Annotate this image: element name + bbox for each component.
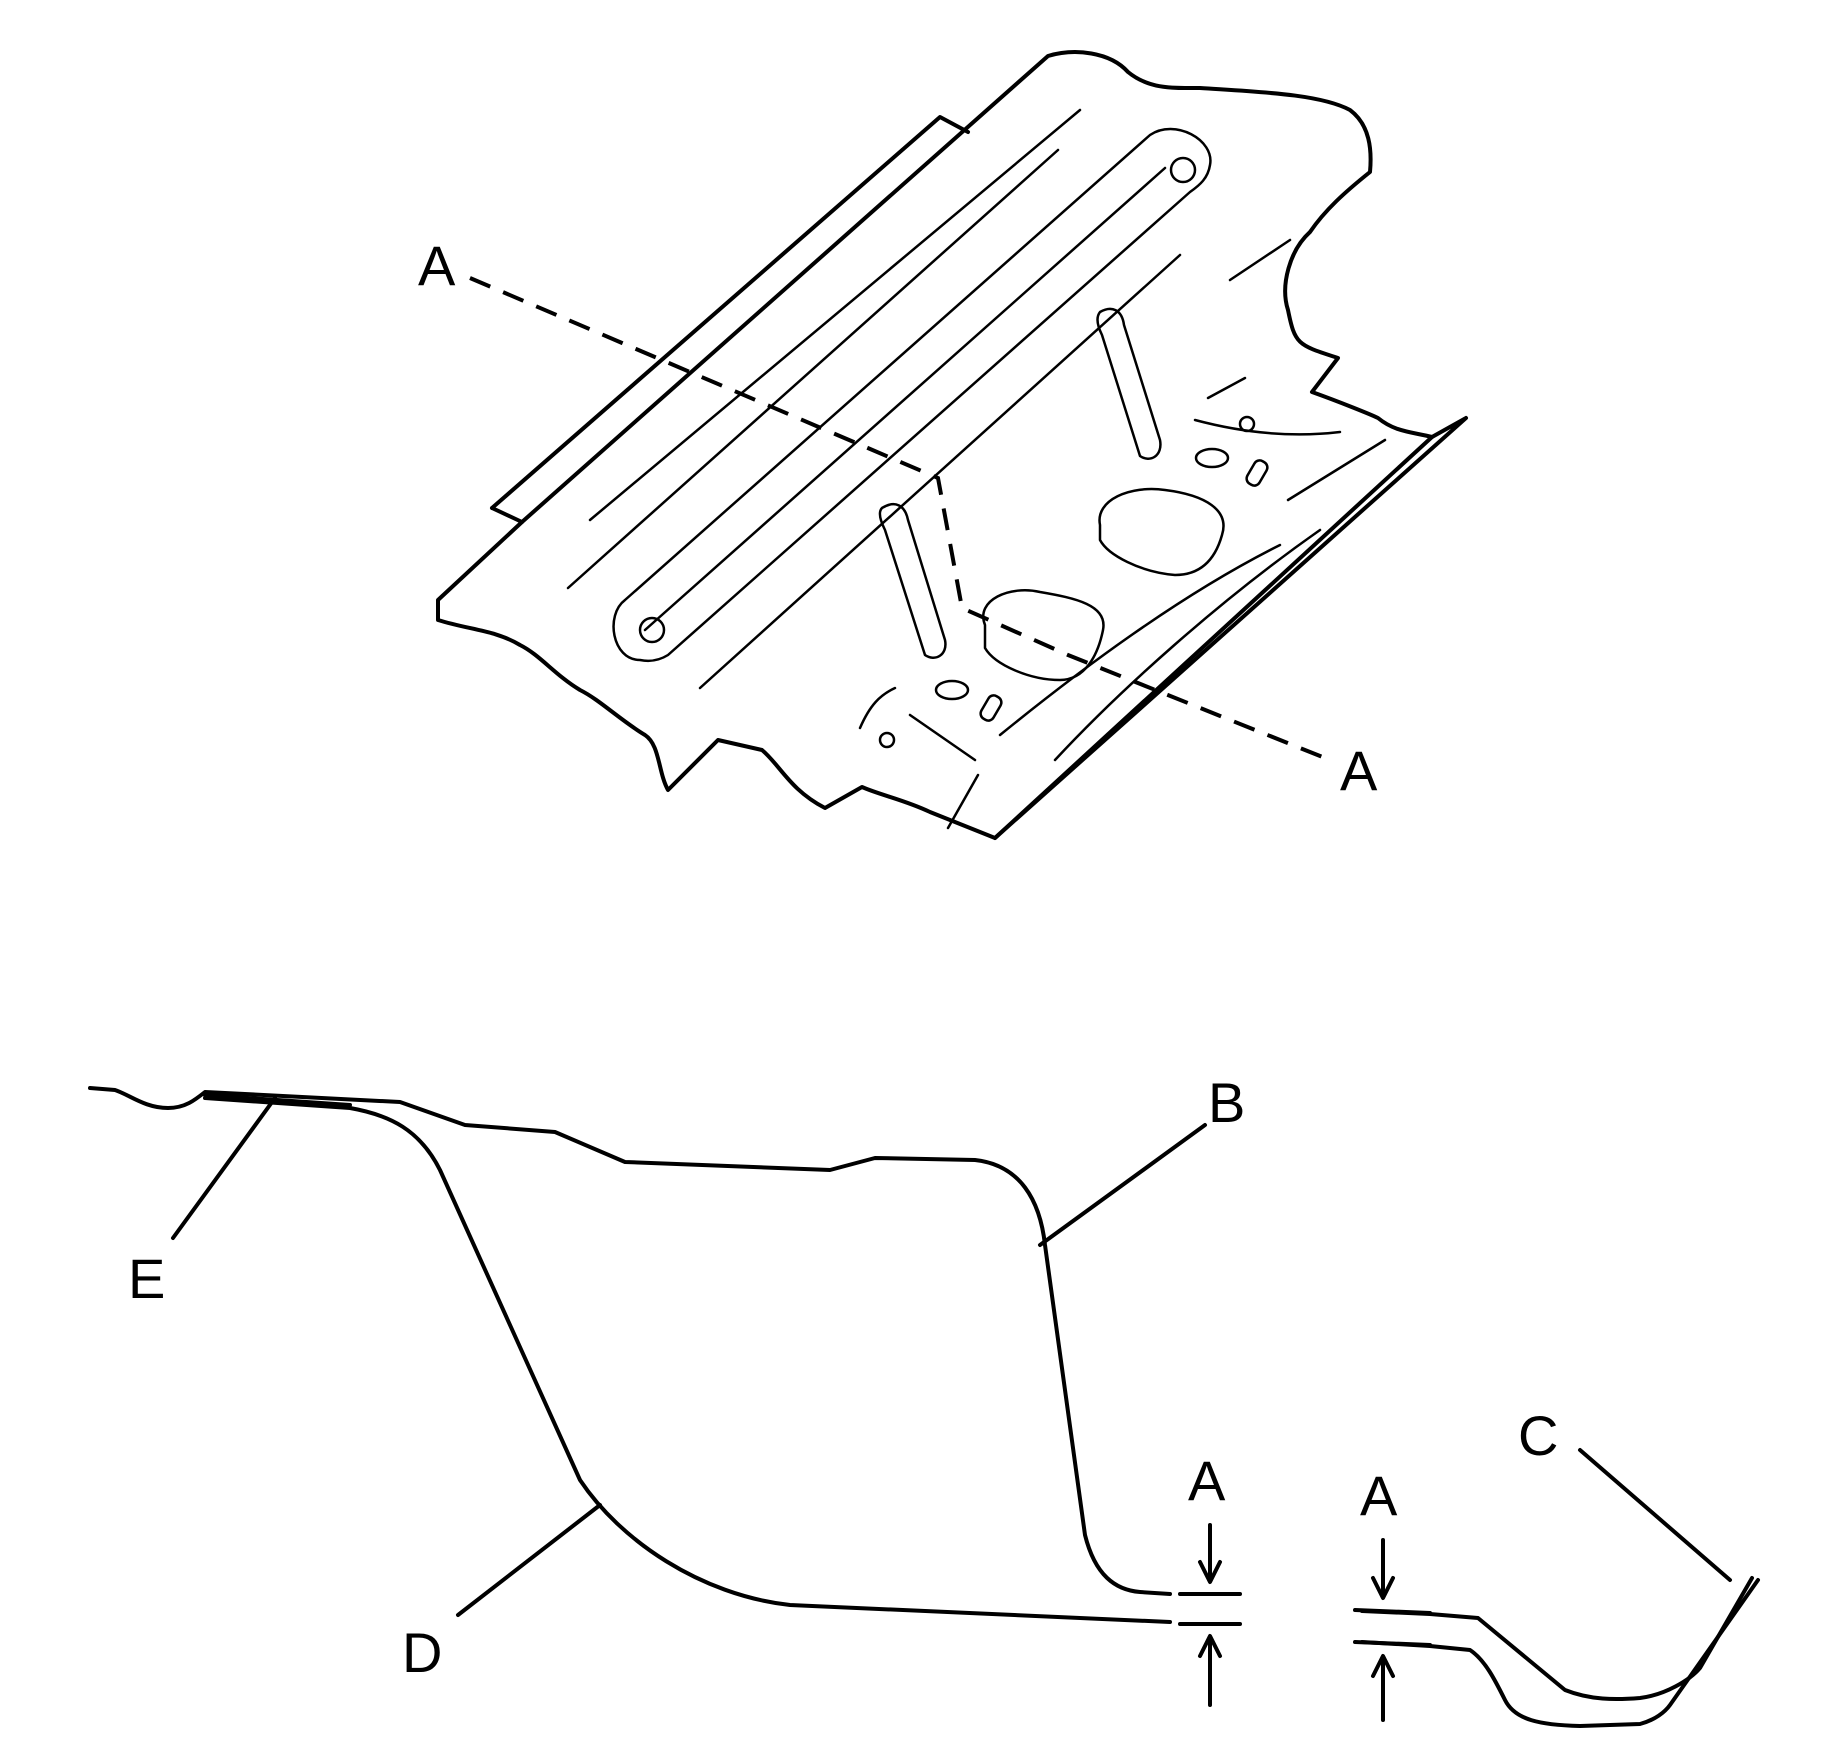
panel-channel-inner-line: [643, 166, 1167, 632]
panel-long-channel: [612, 127, 1212, 663]
dimension-line-lower: [1353, 1640, 1432, 1647]
section-view-a-a: A A B C D E: [88, 1071, 1760, 1728]
lower-panel-profile: [203, 1096, 1172, 1624]
dimension-line-upper: [1353, 1608, 1432, 1615]
panel-rib-line: [566, 148, 1060, 590]
dimension-arrow-up: [1371, 1654, 1395, 1722]
panel-outline: [436, 50, 1434, 840]
leader-line-c: [1578, 1448, 1732, 1582]
channel-end-hole: [1169, 156, 1197, 184]
stiffener-slot: [1096, 307, 1162, 460]
section-label-top-right: A: [1340, 739, 1378, 802]
section-cut-line: [469, 276, 1331, 762]
panel-contour-line: [1286, 438, 1387, 502]
panel-contour-line: [1193, 418, 1342, 436]
panel-contour-line: [1206, 376, 1247, 400]
leader-line-d: [456, 1503, 602, 1617]
panel-contour-line: [1053, 528, 1322, 762]
right-panel-profile-lower: [1360, 1578, 1760, 1728]
small-round-hole: [878, 731, 896, 749]
flange-overlap: [203, 1093, 352, 1107]
panel-contour-line: [908, 713, 977, 762]
channel-end-hole: [638, 616, 666, 644]
access-hole: [982, 589, 1105, 682]
panel-rear-flange: [490, 115, 970, 524]
dimension-arrow-down: [1198, 1523, 1222, 1584]
dimension-arrow-up: [1198, 1634, 1222, 1707]
upper-panel-profile: [88, 1086, 1172, 1596]
access-hole: [1098, 487, 1225, 577]
panel-contour-line: [998, 543, 1282, 737]
panel-front-lip: [993, 416, 1468, 840]
callout-label-b: B: [1208, 1071, 1245, 1134]
leader-line-e: [171, 1096, 277, 1240]
floor-panel-isometric-view: A A: [418, 50, 1468, 840]
stiffener-slot: [878, 503, 947, 659]
small-slot-hole: [979, 694, 1003, 722]
panel-contour-line: [1228, 238, 1292, 282]
dimension-label-right: A: [1360, 1464, 1398, 1527]
panel-contour-line: [858, 686, 897, 730]
small-oval-hole: [934, 679, 970, 701]
small-oval-hole: [1194, 447, 1230, 469]
section-label-top-left: A: [418, 234, 456, 297]
small-slot-hole: [1245, 459, 1269, 487]
callout-label-d: D: [402, 1621, 442, 1684]
panel-rib-line: [588, 108, 1082, 522]
callout-label-e: E: [128, 1247, 165, 1310]
dimension-arrow-down: [1371, 1538, 1395, 1600]
dimension-label-left: A: [1188, 1449, 1226, 1512]
callout-label-c: C: [1518, 1404, 1558, 1467]
leader-line-b: [1038, 1123, 1207, 1247]
right-panel-profile-upper: [1360, 1576, 1754, 1702]
panel-contour-line: [946, 773, 980, 830]
